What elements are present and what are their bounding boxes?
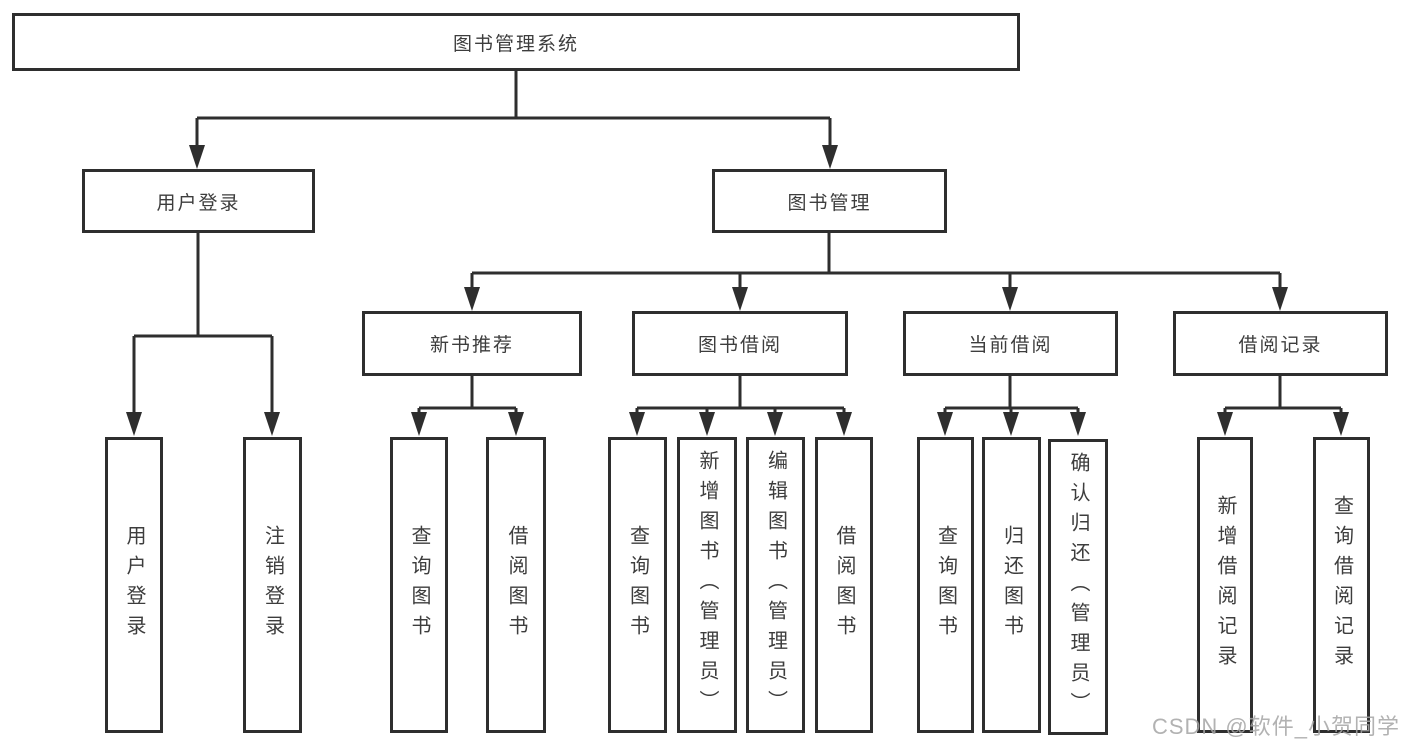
node-label: 确认归还（管理员） bbox=[1067, 452, 1089, 722]
node-label: 用户登录 bbox=[123, 525, 145, 645]
csdn-watermark: CSDN @软件_小贺同学 bbox=[1151, 714, 1400, 739]
leaf-query-book-current: 查询图书 bbox=[917, 437, 974, 733]
node-label: 查询图书 bbox=[626, 525, 649, 645]
node-user-login: 用户登录 bbox=[82, 169, 315, 233]
leaf-query-book-recommend: 查询图书 bbox=[390, 437, 448, 733]
leaf-confirm-return-admin: 确认归还（管理员） bbox=[1048, 439, 1108, 735]
node-label: 查询图书 bbox=[408, 525, 430, 645]
node-label: 图书借阅 bbox=[697, 335, 782, 356]
node-label: 用户登录 bbox=[156, 192, 241, 214]
node-label: 新增图书（管理员） bbox=[696, 450, 718, 720]
node-new-book-recommend: 新书推荐 bbox=[362, 311, 582, 376]
leaf-user-login: 用户登录 bbox=[105, 437, 163, 733]
leaf-return-book: 归还图书 bbox=[982, 437, 1041, 733]
node-label: 借阅记录 bbox=[1238, 335, 1323, 356]
node-borrow-records: 借阅记录 bbox=[1173, 311, 1388, 376]
node-label: 新书推荐 bbox=[429, 335, 514, 356]
leaf-edit-book-admin: 编辑图书（管理员） bbox=[746, 437, 805, 733]
node-current-borrow: 当前借阅 bbox=[903, 311, 1118, 376]
leaf-query-borrow-record: 查询借阅记录 bbox=[1313, 437, 1370, 733]
node-label: 借阅图书 bbox=[833, 525, 855, 645]
node-label: 当前借阅 bbox=[968, 335, 1053, 356]
leaf-borrow-book: 借阅图书 bbox=[815, 437, 873, 733]
leaf-query-book-borrow: 查询图书 bbox=[608, 437, 667, 733]
node-library-management-system: 图书管理系统 bbox=[12, 13, 1020, 71]
node-label: 新增借阅记录 bbox=[1214, 495, 1236, 675]
node-label: 注销登录 bbox=[261, 525, 284, 645]
leaf-logout: 注销登录 bbox=[243, 437, 302, 733]
node-label: 图书管理系统 bbox=[452, 33, 579, 55]
node-book-borrow: 图书借阅 bbox=[632, 311, 848, 376]
node-label: 查询借阅记录 bbox=[1330, 495, 1353, 675]
leaf-add-borrow-record: 新增借阅记录 bbox=[1197, 437, 1253, 733]
node-label: 借阅图书 bbox=[505, 525, 527, 645]
node-book-management: 图书管理 bbox=[712, 169, 947, 233]
node-label: 编辑图书（管理员） bbox=[764, 450, 787, 720]
node-label: 图书管理 bbox=[787, 192, 872, 214]
leaf-add-book-admin: 新增图书（管理员） bbox=[677, 437, 737, 733]
node-label: 查询图书 bbox=[934, 525, 957, 645]
node-label: 归还图书 bbox=[1000, 525, 1023, 645]
leaf-borrow-book-recommend: 借阅图书 bbox=[486, 437, 546, 733]
